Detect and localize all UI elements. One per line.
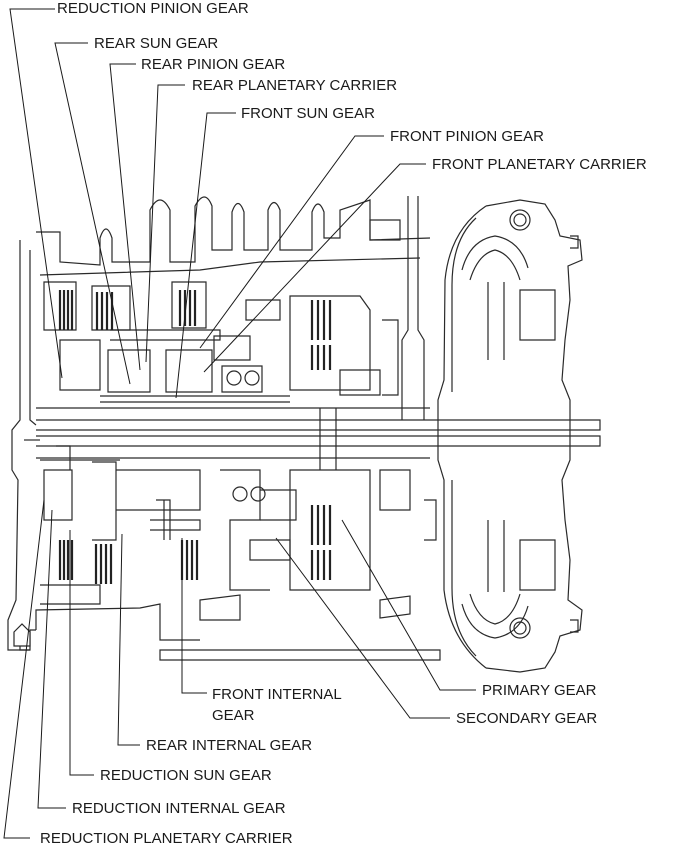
label-reduction-internal-gear: REDUCTION INTERNAL GEAR [72,800,286,817]
upper-clutch-plates [58,290,399,396]
label-rear-sun-gear: REAR SUN GEAR [94,35,219,52]
leader-lines [3,8,476,839]
leader-rear-pinion-gear [109,63,141,371]
label-rear-planetary-carrier: REAR PLANETARY CARRIER [192,77,398,94]
label-secondary-gear: SECONDARY GEAR [456,710,598,727]
label-rear-internal-gear: REAR INTERNAL GEAR [146,737,313,754]
leader-front-planetary-carrier [203,163,426,373]
leader-front-sun-gear [175,112,236,399]
label-front-planetary-carrier: FRONT PLANETARY CARRIER [432,156,647,173]
lower-planetary-sets [40,445,297,605]
label-reduction-sun-gear: REDUCTION SUN GEAR [100,767,272,784]
label-rear-pinion-gear: REAR PINION GEAR [141,56,286,73]
leader-reduction-pinion-gear [9,8,63,379]
leader-reduction-sun-gear [69,530,94,776]
label-primary-gear: PRIMARY GEAR [482,682,597,699]
leader-primary-gear [341,519,476,691]
label-reduction-planetary-carrier: REDUCTION PLANETARY CARRIER [40,830,293,847]
label-front-internal-gear-line1: FRONT INTERNAL [212,686,342,703]
leader-rear-internal-gear [117,533,140,746]
transaxle-housing [7,196,583,673]
leader-rear-sun-gear [54,42,131,385]
main-shaft [24,407,601,470]
label-front-internal-gear-line2: GEAR [212,707,255,724]
leader-reduction-internal-gear [37,509,66,809]
label-reduction-pinion-gear: REDUCTION PINION GEAR [57,0,249,17]
upper-planetary-sets [43,281,290,403]
label-front-sun-gear: FRONT SUN GEAR [241,105,375,122]
leader-rear-planetary-carrier [145,84,185,363]
leader-front-internal-gear [181,538,207,694]
label-front-pinion-gear: FRONT PINION GEAR [390,128,544,145]
leader-secondary-gear [275,537,450,719]
leader-reduction-planetary-carrier [3,499,45,839]
lower-clutch-plates [58,469,437,591]
leader-front-pinion-gear [199,135,384,349]
label-front-internal-gear: FRONT INTERNAL GEAR [212,686,342,724]
